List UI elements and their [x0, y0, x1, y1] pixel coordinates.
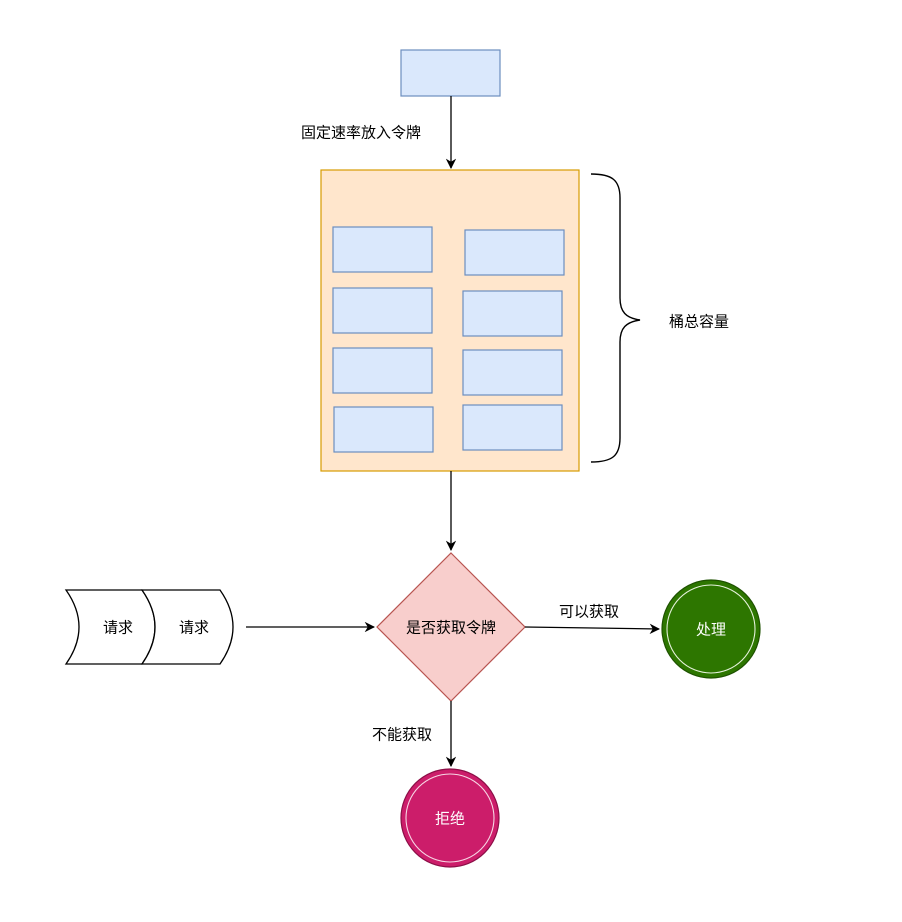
label-fixed-rate: 固定速率放入令牌 — [301, 124, 421, 142]
label-can-get: 可以获取 — [559, 603, 619, 621]
token — [464, 229, 565, 276]
token — [332, 347, 433, 394]
label-request-2: 请求 — [179, 619, 209, 637]
arrow-decision-to-process — [524, 623, 661, 635]
token — [332, 226, 433, 273]
label-reject: 拒绝 — [435, 810, 465, 828]
request-shape-2 — [140, 589, 234, 665]
label-capacity: 桶总容量 — [669, 313, 729, 331]
capacity-brace — [590, 173, 641, 463]
label-request-1: 请求 — [103, 619, 133, 637]
token-source-box — [400, 49, 501, 97]
process-circle-inner — [666, 584, 756, 674]
label-process: 处理 — [696, 621, 726, 639]
label-decision: 是否获取令牌 — [406, 619, 496, 637]
token — [332, 287, 433, 334]
label-cannot-get: 不能获取 — [372, 726, 432, 744]
token — [462, 349, 563, 396]
process-circle — [661, 579, 761, 679]
reject-circle-inner — [405, 773, 495, 863]
reject-circle — [400, 768, 500, 868]
token — [462, 290, 563, 337]
token — [333, 406, 434, 453]
token — [462, 404, 563, 451]
